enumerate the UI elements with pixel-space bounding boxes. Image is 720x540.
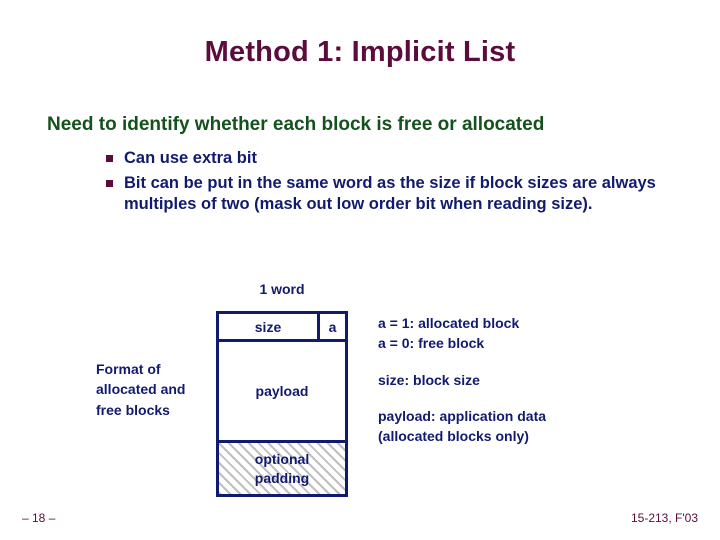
padding-label-line2: padding	[254, 469, 310, 486]
annotation-size-meaning: size: block size	[378, 372, 480, 388]
bullet-list: Can use extra bit Bit can be put in the …	[106, 148, 694, 219]
payload-cell: payload	[219, 342, 345, 443]
caption-line-3: free blocks	[96, 401, 170, 418]
annotation-payload-line1: payload: application data	[378, 408, 547, 424]
annotation-payload: payload: application data (allocated blo…	[378, 406, 678, 447]
annotation-alloc-flag: a = 1: allocated block a = 0: free block	[378, 313, 678, 354]
list-item: Bit can be put in the same word as the s…	[106, 173, 694, 215]
caption-line-2: allocated and	[96, 381, 186, 398]
page-title: Method 1: Implicit List	[204, 36, 516, 68]
bullet-text: Can use extra bit	[124, 149, 257, 167]
annotation-size: size: block size	[378, 370, 678, 390]
block-format-caption: Format of allocated and free blocks	[96, 359, 212, 420]
block-header-row: size a	[219, 314, 345, 342]
optional-padding-cell: optional padding	[219, 443, 345, 494]
memory-block-box: size a payload optional padding	[216, 311, 348, 497]
header-alloc-flag-cell: a	[328, 318, 337, 335]
footer-page-number: – 18 –	[22, 511, 56, 525]
annotation-a-free: a = 0: free block	[378, 335, 485, 352]
square-bullet-icon	[106, 155, 113, 162]
lead-statement: Need to identify whether each block is f…	[47, 114, 545, 135]
annotation-payload-line2: (allocated blocks only)	[378, 428, 529, 445]
square-bullet-icon	[106, 180, 113, 188]
header-size-cell: size	[219, 314, 320, 339]
bullet-text: Bit can be put in the same word as the s…	[124, 174, 656, 214]
one-word-label: 1 word	[259, 281, 305, 297]
annotation-a-allocated: a = 1: allocated block	[378, 315, 520, 331]
padding-label-line1: optional	[254, 450, 310, 467]
footer-course-label: 15-213, F'03	[630, 511, 698, 525]
caption-line-1: Format of	[96, 361, 161, 377]
list-item: Can use extra bit	[106, 148, 694, 169]
